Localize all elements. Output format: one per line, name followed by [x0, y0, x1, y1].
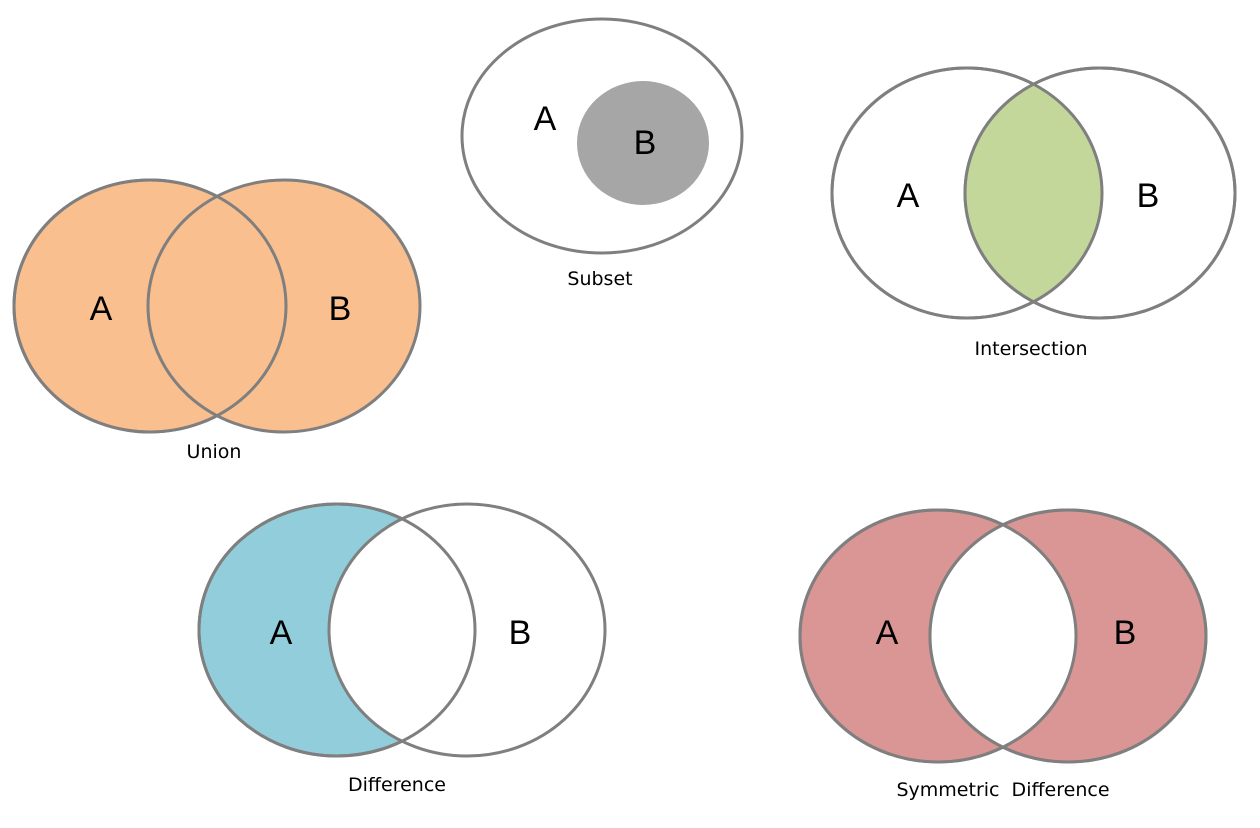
union-label-b: B — [329, 290, 352, 328]
symmetric-difference-label-b: B — [1114, 614, 1137, 652]
intersection-label-a: A — [897, 177, 920, 215]
symmetric-difference-label-a: A — [876, 614, 899, 652]
subset-caption: Subset — [567, 268, 632, 290]
symmetric-difference-set-a-outline — [798, 508, 1078, 764]
subset-label-a: A — [534, 100, 557, 138]
subset-label-b: B — [634, 124, 657, 162]
intersection-set-a-outline — [830, 66, 1104, 320]
symmetric-difference-set-b-outline — [928, 508, 1208, 764]
difference-label-b: B — [509, 614, 532, 652]
intersection-label-b: B — [1137, 177, 1160, 215]
intersection-set-b-outline — [963, 66, 1237, 320]
intersection-diagram: A B Intersection — [830, 66, 1237, 360]
intersection-caption: Intersection — [974, 338, 1087, 360]
subset-diagram: A B Subset — [460, 17, 744, 290]
difference-set-a-outline — [197, 502, 477, 758]
symmetric-difference-caption: Symmetric Difference — [896, 779, 1109, 801]
difference-diagram: A B Difference — [197, 502, 607, 796]
union-diagram: A B Union — [12, 178, 422, 463]
union-caption: Union — [187, 441, 242, 463]
union-label-a: A — [90, 290, 113, 328]
symmetric-difference-overlap-region — [930, 510, 1076, 762]
difference-caption: Difference — [348, 774, 446, 796]
union-set-a-outline — [12, 178, 288, 434]
intersection-overlap-region — [965, 68, 1102, 318]
union-set-b — [146, 178, 422, 434]
difference-set-b — [327, 502, 607, 758]
subset-set-b — [577, 81, 709, 205]
symmetric-difference-diagram: A B Symmetric Difference — [798, 508, 1208, 801]
difference-label-a: A — [270, 614, 293, 652]
